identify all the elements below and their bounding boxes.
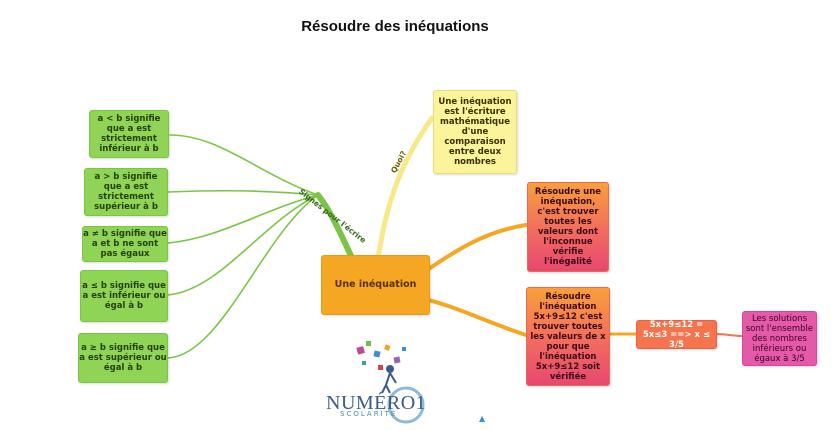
example-node[interactable]: Résoudre l'inéquation 5x+9≤12 c'est trou… [526, 287, 610, 386]
green-node-neq[interactable]: a ≠ b signifie que a et b ne sont pas ég… [82, 226, 168, 262]
link-salmon [715, 333, 743, 337]
definition-node[interactable]: Une inéquation est l'écriture mathématiq… [433, 90, 517, 174]
link-green-5 [167, 194, 319, 359]
center-node[interactable]: Une inéquation [321, 255, 430, 315]
green-node-gt[interactable]: a > b signifie que a est strictement sup… [84, 168, 168, 216]
numero1-logo [356, 341, 425, 424]
link-green-3 [167, 194, 319, 244]
logo-main-text: NUMÉRO1 [326, 392, 427, 414]
green-node-ge[interactable]: a ≥ b signifie que a est supérieur ou ég… [78, 333, 168, 383]
link-yellow [375, 115, 435, 261]
link-green-trunk [315, 192, 355, 261]
green-node-le[interactable]: a ≤ b signifie que a est inférieur ou ég… [80, 270, 168, 322]
calculation-node[interactable]: 5x+9≤12 = 5x≤3 ==> x ≤ 3/5 [636, 320, 717, 350]
link-green-2 [167, 189, 319, 196]
green-node-lt[interactable]: a < b signifie que a est strictement inf… [89, 110, 169, 158]
link-green-4 [167, 194, 319, 296]
resolve-definition-node[interactable]: Résoudre une inéquation, c'est trouver t… [527, 182, 609, 272]
page-title: Résoudre des inéquations [301, 18, 489, 35]
link-green-1 [169, 134, 319, 196]
marker-icon: ▲ [479, 414, 486, 423]
logo-sub-text: SCOLARITÉ [340, 410, 398, 418]
solution-node[interactable]: Les solutions sont l'ensemble des nombre… [742, 311, 817, 366]
